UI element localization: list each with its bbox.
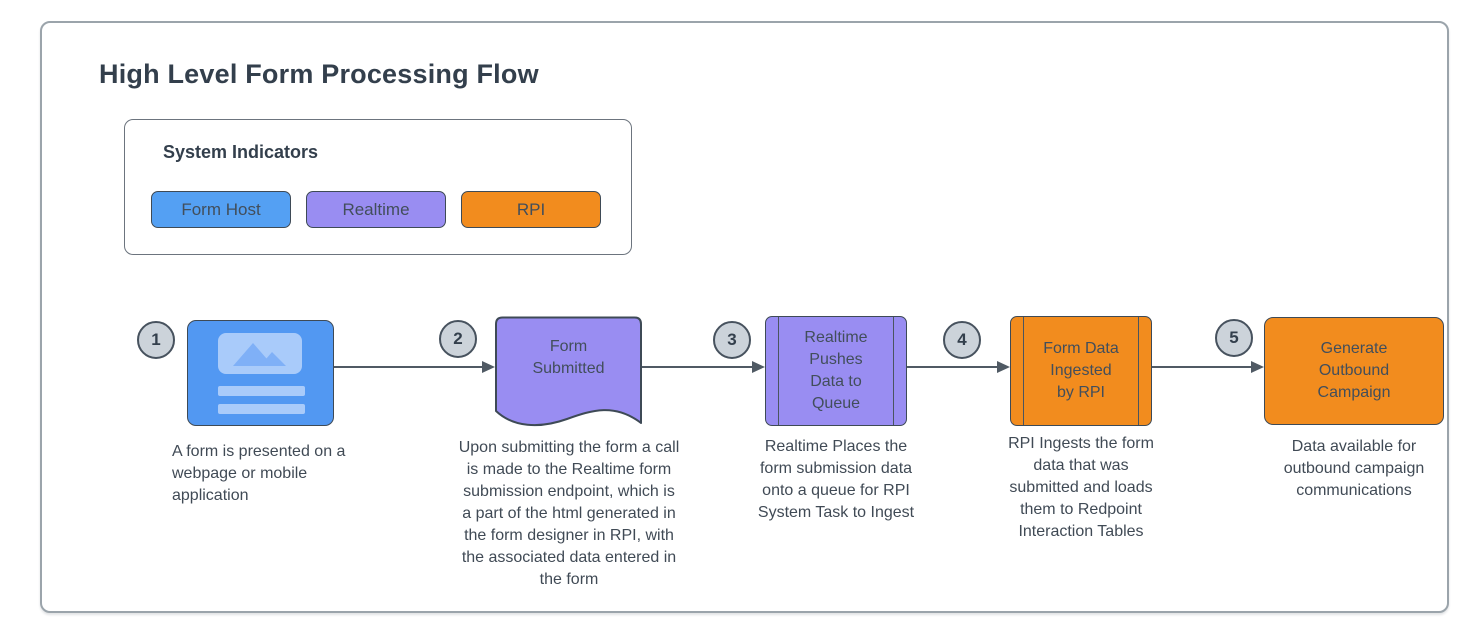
text-line-bar: [218, 404, 305, 414]
legend-item-rpi: RPI: [461, 191, 601, 228]
text-line-bar: [218, 386, 305, 396]
diagram-container: High Level Form Processing Flow System I…: [40, 21, 1449, 613]
step-badge-5: 5: [1215, 319, 1253, 357]
shape-label: Form Submitted: [532, 338, 605, 377]
legend: System Indicators Form Host Realtime RPI: [124, 119, 632, 255]
page-title: High Level Form Processing Flow: [99, 59, 539, 89]
step-caption-3: Realtime Places the form submission data…: [757, 438, 915, 521]
shape-form-host-page: [187, 320, 334, 426]
legend-title: System Indicators: [163, 142, 319, 162]
flow-arrow-2: [642, 360, 765, 374]
step-caption-4: RPI Ingests the form data that was submi…: [1008, 435, 1154, 540]
step-badge-3: 3: [713, 321, 751, 359]
step-caption-5: Data available for outbound campaign com…: [1283, 438, 1425, 499]
step-badge-2: 2: [439, 320, 477, 358]
document-shape-outline: [495, 316, 642, 427]
step-badge-4: 4: [943, 321, 981, 359]
shape-generate-campaign: Generate Outbound Campaign: [1264, 317, 1444, 425]
shape-form-submitted: Form Submitted: [495, 316, 642, 430]
image-placeholder-icon: [218, 333, 302, 374]
step-badge-1: 1: [137, 321, 175, 359]
step-caption-2: Upon submitting the form a call is made …: [458, 439, 680, 588]
shape-label: Realtime Pushes Data to Queue: [804, 329, 868, 412]
shape-form-data-ingested: Form Data Ingested by RPI: [1010, 316, 1152, 426]
flow-arrow-3: [907, 360, 1010, 374]
legend-item-realtime: Realtime: [306, 191, 446, 228]
flow-arrow-4: [1152, 360, 1264, 374]
step-caption-1: A form is presented on a webpage or mobi…: [172, 443, 346, 504]
legend-item-form-host: Form Host: [151, 191, 291, 228]
shape-realtime-queue: Realtime Pushes Data to Queue: [765, 316, 907, 426]
flow-arrow-1: [334, 360, 495, 374]
mountain-icon: [233, 343, 286, 366]
shape-label: Form Data Ingested by RPI: [1043, 340, 1119, 401]
shape-label: Generate Outbound Campaign: [1317, 340, 1391, 401]
